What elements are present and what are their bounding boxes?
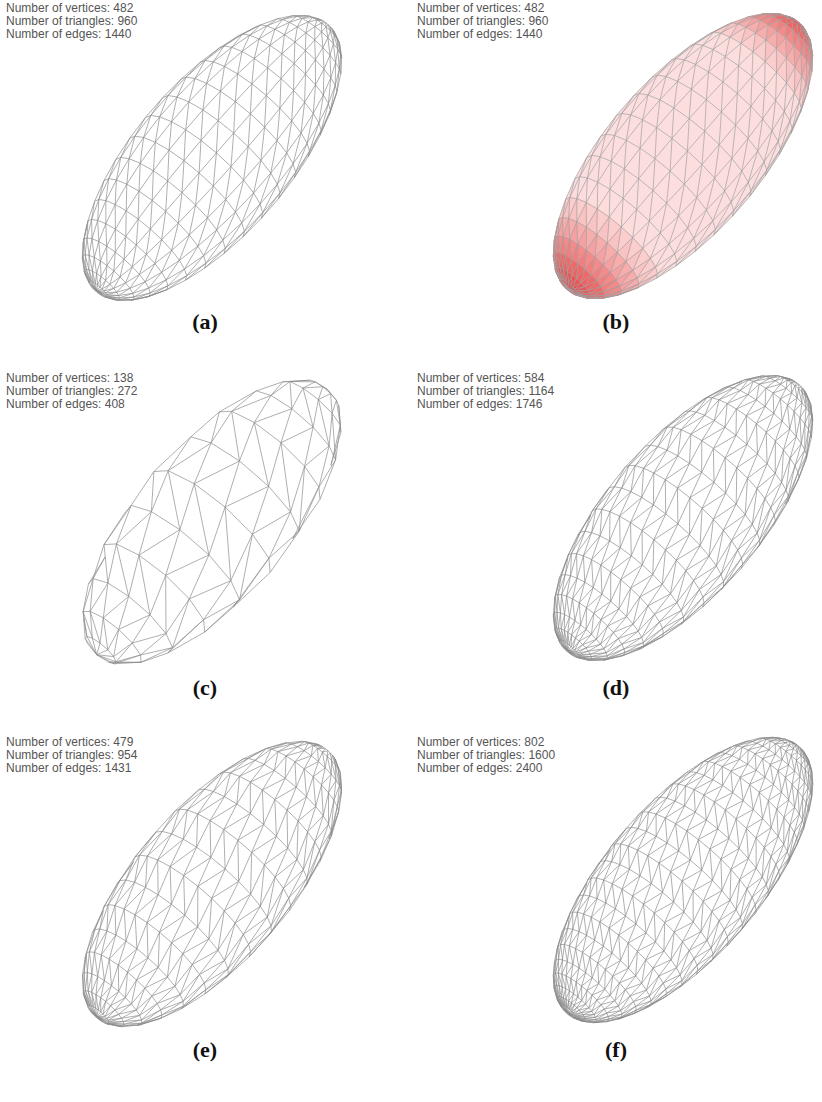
mesh-stat: Number of edges: 1431 bbox=[6, 762, 131, 775]
mesh-edges bbox=[553, 376, 812, 661]
subfigure-label: (a) bbox=[192, 309, 218, 335]
mesh-stat: Number of vertices: 482 bbox=[417, 2, 544, 15]
subfigure-label: (f) bbox=[605, 1037, 627, 1063]
mesh-stat: Number of edges: 1440 bbox=[417, 28, 542, 41]
mesh-stat: Number of triangles: 960 bbox=[6, 15, 137, 28]
mesh-stat: Number of vertices: 802 bbox=[417, 736, 544, 749]
mesh-stat: Number of edges: 1746 bbox=[417, 398, 542, 411]
mesh-stat: Number of triangles: 960 bbox=[417, 15, 548, 28]
mesh-edges bbox=[82, 16, 341, 301]
mesh-stat: Number of edges: 408 bbox=[6, 398, 125, 411]
subfigure-label: (b) bbox=[603, 309, 630, 335]
mesh-edges bbox=[83, 380, 341, 664]
mesh-edges bbox=[553, 737, 813, 1022]
mesh-stat: Number of edges: 1440 bbox=[6, 28, 131, 41]
mesh-wireframe bbox=[553, 737, 813, 1022]
subfigure-label: (d) bbox=[603, 675, 630, 701]
mesh-stat: Number of triangles: 1164 bbox=[417, 385, 554, 398]
mesh-stat: Number of vertices: 584 bbox=[417, 372, 544, 385]
mesh-stat: Number of vertices: 482 bbox=[6, 2, 133, 15]
mesh-wireframe bbox=[83, 380, 341, 664]
mesh-edges bbox=[83, 741, 342, 1026]
mesh-stat: Number of triangles: 1600 bbox=[417, 749, 555, 762]
mesh-wireframe bbox=[553, 14, 812, 299]
mesh-stat: Number of edges: 2400 bbox=[417, 762, 542, 775]
mesh-edges bbox=[553, 14, 812, 299]
mesh-wireframe bbox=[82, 16, 341, 301]
mesh-stat: Number of triangles: 954 bbox=[6, 749, 137, 762]
mesh-stat: Number of vertices: 479 bbox=[6, 736, 133, 749]
mesh-stat: Number of triangles: 272 bbox=[6, 385, 137, 398]
subfigure-label: (e) bbox=[193, 1037, 217, 1063]
mesh-wireframe bbox=[83, 741, 342, 1026]
mesh-wireframe bbox=[553, 376, 812, 661]
subfigure-label: (c) bbox=[193, 675, 217, 701]
mesh-stat: Number of vertices: 138 bbox=[6, 372, 133, 385]
